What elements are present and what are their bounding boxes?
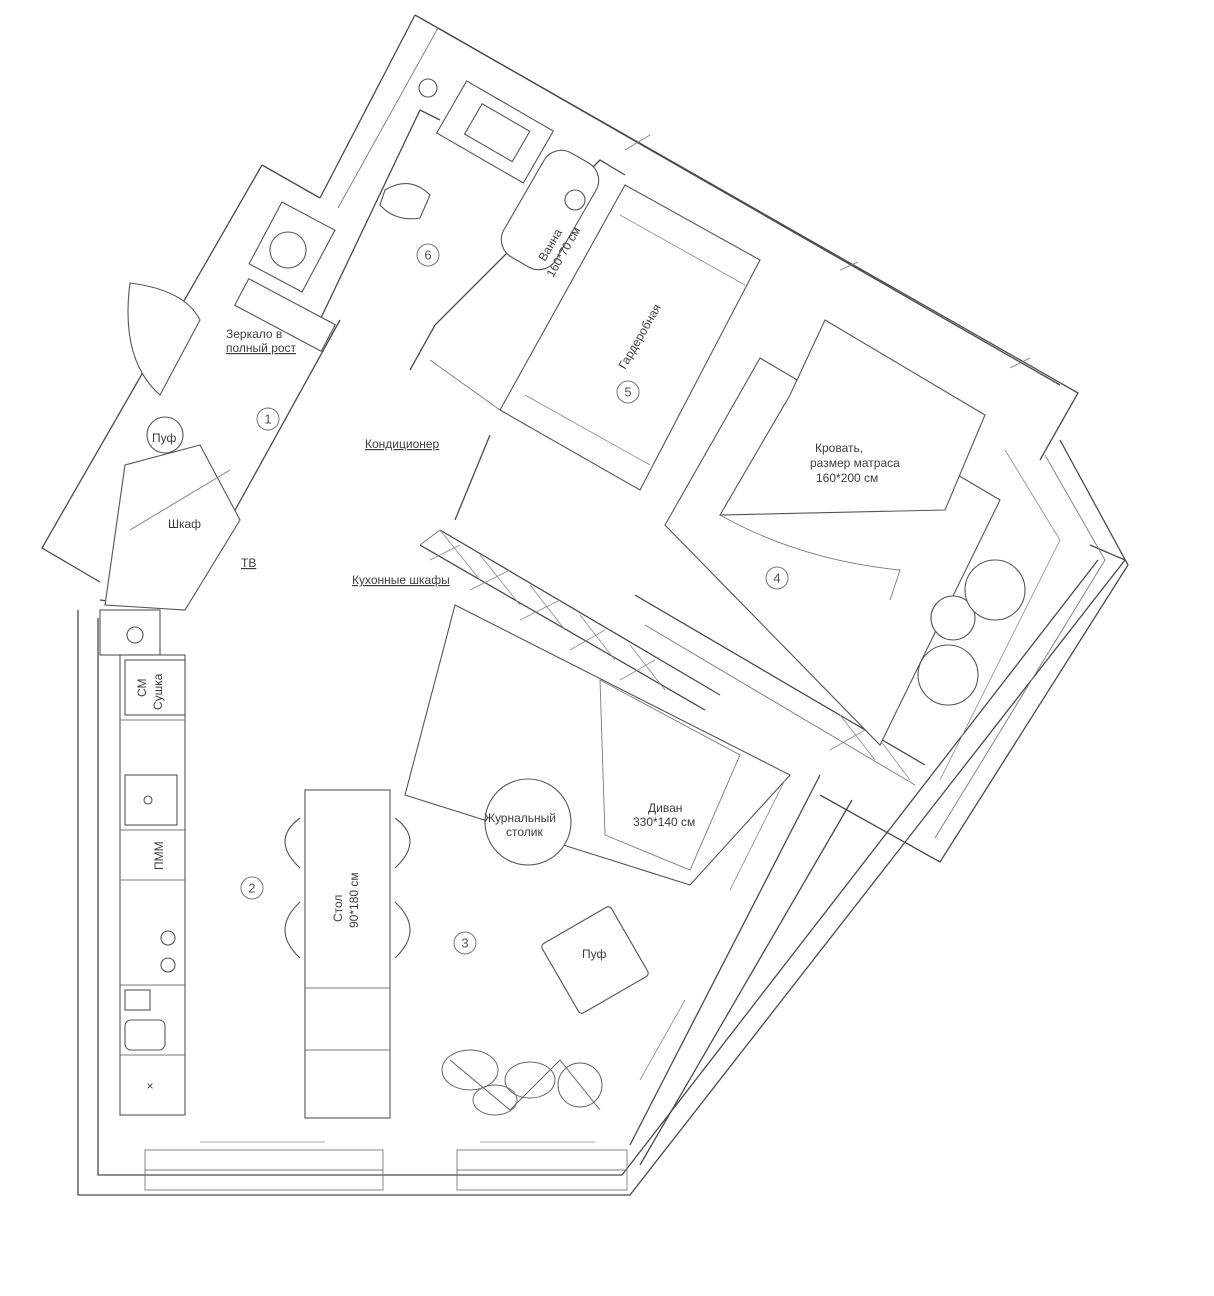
pouf-hall-label: Пуф <box>152 431 176 445</box>
entrance-door <box>127 282 201 396</box>
bed-label-line1: Кровать, <box>815 441 863 455</box>
partitions <box>99 109 926 786</box>
tv-label: ТВ <box>241 556 256 570</box>
mirror-label-line2: полный рост <box>226 341 297 355</box>
room-number-2: 2 <box>248 881 255 896</box>
pouf-living-label: Пуф <box>582 947 606 961</box>
room-numbers: 1 2 3 4 5 6 <box>240 243 789 955</box>
bed <box>719 319 986 516</box>
sofa-label-line2: 330*140 см <box>633 815 695 829</box>
room-number-5: 5 <box>624 385 631 400</box>
conditioner-label: Кондиционер <box>365 437 440 451</box>
bedroom-furniture <box>664 319 1061 891</box>
washer-dryer-label-line1: СМ <box>135 678 149 697</box>
sofa-outline <box>404 604 791 886</box>
washer-dryer-label-line2: Сушка <box>151 673 165 710</box>
table-label-line1: Стол <box>331 895 345 922</box>
bathroom-fixtures <box>379 78 600 271</box>
sofa-label-line1: Диван <box>648 801 682 815</box>
living-furniture <box>200 604 791 1143</box>
room-number-1: 1 <box>264 412 271 427</box>
coffee-table-label-line1: Журнальный <box>484 811 556 825</box>
mirror-label-line1: Зеркало в <box>226 327 282 341</box>
outer-walls <box>41 14 1129 1196</box>
table-label-line2: 90*180 см <box>347 872 361 928</box>
coffee-table-label-line2: столик <box>506 825 543 839</box>
svg-text:×: × <box>146 1079 153 1093</box>
dining-table <box>284 789 411 1119</box>
room-number-6: 6 <box>424 248 431 263</box>
bed-label-line3: 160*200 см <box>816 471 878 485</box>
dishwasher-label: ПММ <box>152 841 166 870</box>
hallway-furniture <box>99 201 337 656</box>
room-number-3: 3 <box>461 936 468 951</box>
room-number-4: 4 <box>773 571 780 586</box>
bed-label-line2: размер матраса <box>810 456 900 470</box>
wardrobe-hall-label: Шкаф <box>168 517 201 531</box>
kitchen-cabinets-label: Кухонные шкафы <box>352 573 450 587</box>
kitchen: × <box>119 654 186 1116</box>
